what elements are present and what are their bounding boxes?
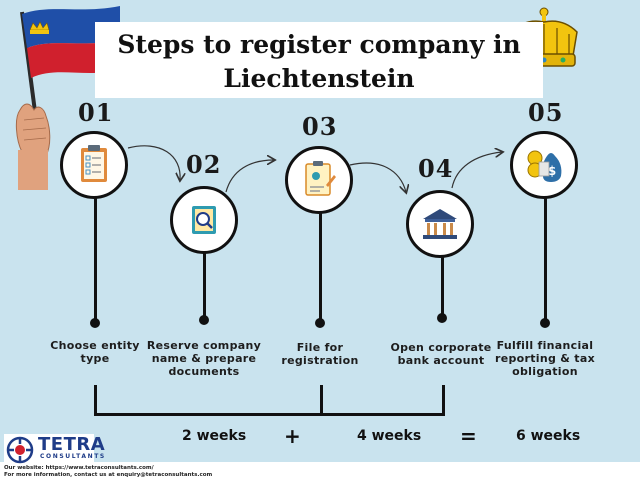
step-number-04: 04 bbox=[418, 154, 454, 183]
step-dot-05 bbox=[540, 318, 550, 328]
step-label-02: Reserve company name & prepare documents bbox=[146, 339, 262, 378]
step-circle-03 bbox=[285, 146, 353, 214]
step-line-05 bbox=[544, 198, 547, 322]
step-circle-04 bbox=[406, 190, 474, 258]
money-bag-icon: $ bbox=[527, 150, 562, 182]
step-dot-03 bbox=[315, 318, 325, 328]
step-line-04 bbox=[441, 257, 444, 317]
step-dot-04 bbox=[437, 313, 447, 323]
plus-sign: + bbox=[284, 424, 301, 448]
step-number-05: 05 bbox=[528, 98, 564, 127]
duration-total: 6 weeks bbox=[516, 428, 581, 444]
timeline-bracket-middle bbox=[320, 385, 323, 416]
step-line-03 bbox=[319, 213, 322, 321]
arrow-02-03 bbox=[225, 160, 274, 193]
footer-contact: For more information, contact us at enqu… bbox=[4, 472, 213, 478]
bank-building-icon bbox=[423, 209, 457, 239]
timeline-bracket-base bbox=[94, 413, 445, 416]
registration-form-icon bbox=[305, 161, 336, 196]
arrow-03-04 bbox=[349, 162, 406, 192]
step-number-03: 03 bbox=[302, 112, 338, 141]
step-number-02: 02 bbox=[186, 150, 222, 179]
step-circle-02 bbox=[170, 186, 238, 254]
step-label-01: Choose entity type bbox=[50, 339, 140, 365]
title-banner bbox=[95, 22, 543, 98]
step-label-03: File for registration bbox=[281, 341, 359, 367]
step-label-05: Fulfill financial reporting & tax obliga… bbox=[494, 339, 595, 378]
timeline-bracket-left bbox=[94, 385, 97, 416]
step-line-01 bbox=[94, 198, 97, 322]
duration-second: 4 weeks bbox=[357, 428, 422, 444]
logo-subtitle: CONSULTANTS bbox=[40, 453, 106, 460]
step-circle-05: $ bbox=[510, 131, 578, 199]
step-dot-02 bbox=[199, 315, 209, 325]
arrow-04-05 bbox=[451, 152, 502, 189]
step-label-04: Open corporate bank account bbox=[390, 341, 492, 367]
svg-text:$: $ bbox=[548, 164, 556, 178]
logo-name: TETRA bbox=[38, 434, 106, 455]
timeline-bracket-right bbox=[442, 385, 445, 416]
step-circle-01 bbox=[60, 131, 128, 199]
equals-sign: = bbox=[460, 424, 477, 448]
footer-strip bbox=[0, 462, 640, 480]
footer-website: Our website: https://www.tetraconsultant… bbox=[4, 465, 154, 471]
step-line-02 bbox=[203, 253, 206, 318]
step-dot-01 bbox=[90, 318, 100, 328]
page-title: Steps to register company in Liechtenste… bbox=[117, 30, 521, 93]
duration-first: 2 weeks bbox=[182, 428, 247, 444]
step-number-01: 01 bbox=[78, 98, 114, 127]
arrow-01-02 bbox=[127, 145, 180, 180]
search-document-icon bbox=[192, 206, 216, 234]
tetra-logo-icon bbox=[6, 436, 34, 464]
clipboard-checklist-icon bbox=[81, 145, 107, 182]
